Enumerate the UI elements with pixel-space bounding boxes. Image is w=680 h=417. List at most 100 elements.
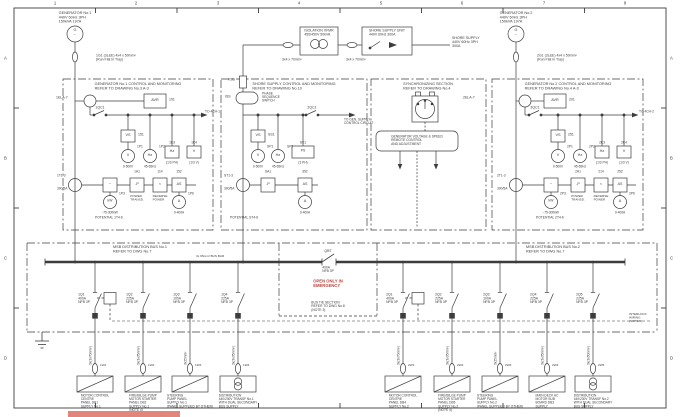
breaker-blade [142, 293, 150, 309]
feeder-label-1Q1: 1Q1 400A NFB 3P [78, 293, 90, 305]
ammeter-switch2-symbol: AS [302, 181, 308, 186]
gen1-cable-label: 1G1 (3L&E) 4x4 x 50mm² (Run Flat in Tray… [96, 53, 136, 61]
meter-2p2-tag: 2P2 [588, 145, 595, 149]
meter-1p3-range: -75-300kW [102, 210, 118, 215]
load-caption-2: FIRE/BILGE PUMP MOTOR STARTER PANEL DB2 … [129, 393, 157, 412]
feeder-label-2Q5: 2Q5 225A NFB 3P [576, 293, 588, 305]
feeder-1Q4 [235, 260, 245, 376]
relay-214-symbol: < [599, 181, 603, 186]
feeder-2Q1 [400, 260, 425, 376]
panel-symbol [76, 375, 114, 393]
phase-seq-meter-range: (3 PH) [298, 160, 308, 165]
meter-1p1-tag: 1P1 [136, 145, 143, 149]
ct3-tag: 2T1-3 [497, 174, 506, 178]
load-caption-3: STEERING PUMP PANEL SUPPLY No.1 (PANEL S… [166, 393, 214, 409]
shore-supply-unit-label: SHORE SUPPLY UNIT 440V 60Hz 300A [368, 29, 406, 37]
transformer-symbol [233, 377, 243, 386]
tag-2ela7: 2ELA-7 [463, 96, 475, 100]
wire-tag-2Q3: 2W3 [504, 363, 511, 367]
isolation-transformer-label: ISOLATION XFMR 450/450V 50kVA [304, 29, 334, 37]
interlock-box [103, 292, 117, 305]
grid-column-5: 5 [379, 0, 382, 5]
feeder-label-1Q2: 1Q2 225A NFB 3P [126, 293, 138, 305]
meter-2p3-range: -75-300kW [543, 210, 559, 215]
load-9 [574, 375, 612, 393]
load-caption-4: DISTRIBUTION 440/230V TRANSF No.1 WITH D… [218, 393, 258, 409]
busbars [44, 253, 626, 266]
cable-label-1Q2: 3x(3x35mm²) [136, 346, 141, 365]
load-8 [528, 375, 566, 393]
wire-tag-2Q5: 2W5 [597, 363, 604, 367]
gen2-control-section-box [491, 78, 644, 231]
panel-symbol [171, 375, 209, 393]
wire-tag-2Q1: 2W1 [407, 363, 414, 367]
bus-tie-note: BUS TIE SECTION REFER TO DWG No.8 (NOTE … [311, 301, 345, 312]
synchronizing-internals [375, 91, 459, 228]
transducer-2a1-caption: POWER TRANSD. [571, 194, 585, 201]
load-2 [124, 375, 162, 393]
gen2-nameplate: GENERATOR No.2 440V 60Hz 3PH 150kVA 197A [499, 10, 533, 23]
to-4ch2-note: TO 4CH-2 [639, 110, 654, 114]
feeder-label-1Q4: 1Q4 225A NFB 3P [221, 293, 233, 305]
busbar-rating-note: 3x 95mm² BUS BAR [196, 254, 225, 258]
load-caption-6: FIRE/BILGE PUMP MOTOR STARTER PANEL DB5 … [438, 393, 466, 412]
grid-row-left-C: C [4, 255, 8, 261]
feeder-2Q2 [449, 260, 459, 376]
switchboard-enclosure [26, 242, 658, 333]
relay-114-symbol: < [158, 181, 162, 186]
breaker-1qc1-blade [93, 110, 105, 116]
load-caption-9: DISTRIBUTION 440/230V TRANSF No.2 WITH D… [573, 393, 613, 409]
feeder-1Q2 [140, 260, 150, 376]
ammeter-switch2-tag: 352 [302, 170, 308, 174]
meter-2p6-letter: A [618, 198, 622, 203]
gen2-control-internals [509, 93, 639, 209]
grid-row-right-A: A [670, 55, 673, 61]
grid-column-8: 8 [624, 0, 627, 5]
feeder-2Q5 [590, 260, 600, 376]
bus1-label: MSB DISTRIBUTION BUS No.1 REFER TO DWG N… [112, 244, 168, 254]
meter-1p1-range: 0-500V [122, 164, 134, 169]
tag-iss: ISS [225, 94, 231, 99]
grid-column-7: 7 [542, 0, 545, 5]
section3-title: SYNCHRONIZING SECTION REFER TO DRAWING N… [403, 81, 453, 91]
interlock-note: INTERLOCK WIRING (NOTE 5) [629, 312, 647, 323]
vs2-tag: SS1 [268, 132, 275, 137]
isolation-transformer-box [299, 26, 339, 56]
drawing-frame [13, 7, 667, 409]
bottom-highlight-artifact [68, 411, 180, 417]
breaker-blade [189, 293, 197, 309]
breaker-blade [237, 293, 245, 309]
grid-row-right-C: C [670, 255, 674, 261]
transducer-1a1-caption: POWER TRANSD. [130, 194, 144, 201]
section1-footnote: POTENTIAL 1T4-6 [95, 215, 123, 220]
relay-1k4-letter: V [192, 148, 196, 153]
breaker-1qc1-label: 1QC1 [95, 106, 105, 110]
feeder-label-2Q3: 2Q3 100A NFB 3P [483, 293, 495, 305]
transducer-2a1-tag: 2A1 [575, 170, 581, 174]
ammeter-switch1-symbol: AS [176, 181, 182, 186]
grid-row-left-B: B [4, 155, 7, 161]
tag-1ela7: 1ELA-7 [56, 96, 68, 100]
vs3-tag: 251 [568, 132, 574, 137]
avr1-tag: 101 [169, 97, 175, 102]
load-5 [384, 375, 422, 393]
generator1-incomer [66, 25, 84, 262]
to-gen-supply-note: TO GEN. SUPPLY CONTROL CIRCUIT [344, 118, 374, 126]
cable-label-2Q4: 3x(3x35mm²) [540, 346, 545, 365]
feeder-2Q4 [544, 260, 554, 376]
meter-sp2-letter: Hz [275, 152, 281, 157]
avr2-tag: 201 [569, 97, 575, 102]
wire-tag-1Q4: 1W4 [242, 363, 249, 367]
vs1-text: VS [125, 132, 131, 137]
relay-2k3-tag: 2K3 [599, 140, 605, 145]
relay-2k4-letter: V [622, 148, 626, 153]
meter-2p1-letter: V [556, 152, 560, 157]
phase-seq-meter-letter: PS [300, 148, 306, 153]
section2-footnote: POTENTIAL ST4-6 [230, 215, 259, 220]
grid-column-6: 6 [461, 0, 464, 5]
feeder-label-2Q1: 2Q1 400A NFB 3P [386, 293, 398, 305]
phase-seq-meter-tag: SK1 [299, 140, 307, 145]
bus-tie-switch-blade [321, 253, 335, 263]
panel-symbol [433, 375, 471, 393]
